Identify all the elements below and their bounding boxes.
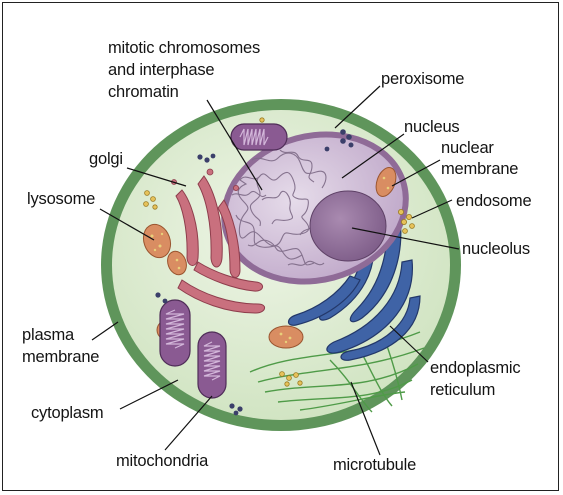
label-nuclear-membrane-line2: membrane bbox=[441, 160, 518, 179]
label-mitochondria: mitochondria bbox=[116, 452, 208, 471]
label-microtubule: microtubule bbox=[333, 456, 416, 475]
label-lysosome: lysosome bbox=[27, 190, 95, 209]
label-nucleolus: nucleolus bbox=[462, 240, 530, 259]
label-endosome: endosome bbox=[456, 192, 531, 211]
nucleolus-shape bbox=[310, 191, 386, 261]
label-nuclear-membrane-line1: nuclear bbox=[441, 139, 494, 158]
label-golgi: golgi bbox=[89, 150, 123, 169]
label-plasma-membrane-line2: membrane bbox=[22, 348, 99, 367]
label-chromosomes-line1: mitotic chromosomes bbox=[108, 39, 260, 58]
label-chromosomes-line2: and interphase bbox=[108, 61, 214, 80]
label-nucleus: nucleus bbox=[404, 118, 459, 137]
label-plasma-membrane-line1: plasma bbox=[22, 326, 74, 345]
label-chromosomes-line3: chromatin bbox=[108, 83, 179, 102]
label-endoplasmic-reticulum-line2: reticulum bbox=[430, 381, 495, 400]
label-endoplasmic-reticulum-line1: endoplasmic bbox=[430, 359, 520, 378]
label-peroxisome: peroxisome bbox=[381, 70, 464, 89]
label-cytoplasm: cytoplasm bbox=[31, 404, 103, 423]
